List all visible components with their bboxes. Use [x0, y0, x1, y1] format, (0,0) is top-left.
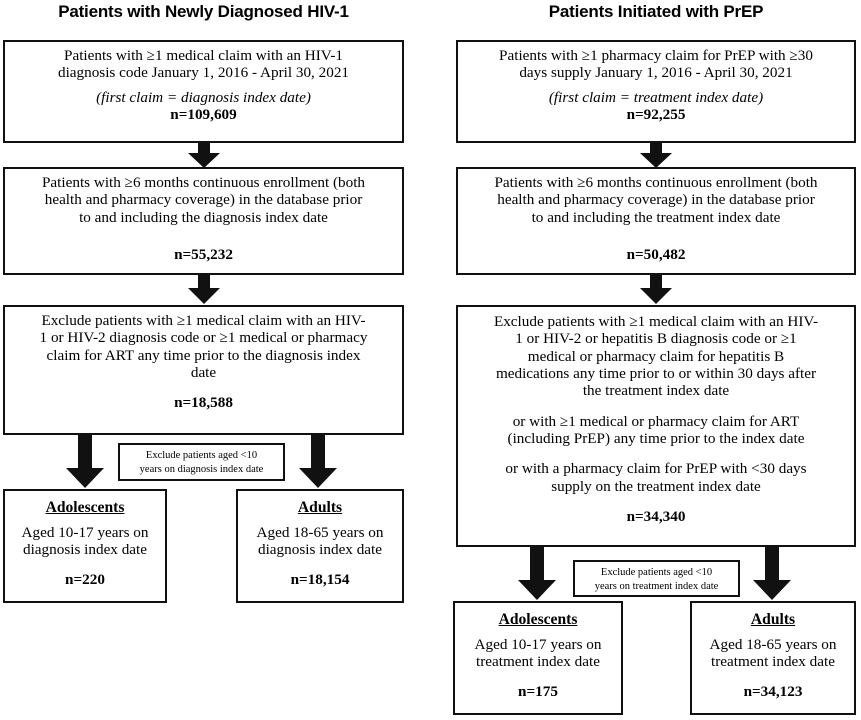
- hiv-box-3-line-4: date: [190, 363, 217, 381]
- prep-box-3-alt2-line-2: supply on the treatment index date: [551, 477, 761, 495]
- prep-adolescents-header: Adolescents: [498, 611, 578, 628]
- prep-box-3: Exclude patients with ≥1 medical claim w…: [456, 305, 856, 547]
- prep-box-3-alt1-line-2: (including PrEP) any time prior to the i…: [507, 429, 805, 447]
- prep-box-2-line-2: health and pharmacy coverage) in the dat…: [497, 191, 815, 209]
- hiv-box-1-line-2: diagnosis code January 1, 2016 - April 3…: [57, 64, 350, 82]
- prep-box-3-line-2: 1 or HIV-2 or hepatitis B diagnosis code…: [515, 330, 797, 348]
- spacer: [464, 82, 848, 89]
- spacer: [11, 381, 396, 394]
- spacer: [464, 400, 848, 413]
- prep-box-3-alt1-line-1: or with ≥1 medical or pharmacy claim for…: [512, 412, 800, 430]
- hiv-adults-box: Adults Aged 18-65 years on diagnosis ind…: [236, 489, 404, 603]
- hiv-box-2-line-3: to and including the diagnosis index dat…: [79, 208, 328, 226]
- hiv-box-3-line-1: Exclude patients with ≥1 medical claim w…: [41, 312, 366, 329]
- prep-adolescents-count: n=175: [518, 683, 558, 701]
- prep-adolescents-box: Adolescents Aged 10-17 years on treatmen…: [453, 601, 623, 715]
- prep-box-3-line-1: Exclude patients with ≥1 medical claim w…: [493, 313, 819, 330]
- arrow-prep-2-to-3: [638, 275, 674, 305]
- hiv-exclusion-note-line-2: years on diagnosis index date: [139, 463, 264, 475]
- prep-box-1-line-2: days supply January 1, 2016 - April 30, …: [519, 64, 793, 82]
- prep-exclusion-note-line-1: Exclude patients aged <10: [600, 567, 713, 578]
- spacer: [11, 558, 159, 571]
- prep-box-2-line-3: to and including the treatment index dat…: [531, 208, 781, 226]
- prep-box-1-line-1: Patients with ≥1 pharmacy claim for PrEP…: [499, 47, 813, 64]
- hiv-exclusion-note-line-1: Exclude patients aged <10: [145, 450, 258, 461]
- prep-box-3-line-4: medications any time prior to or within …: [495, 364, 817, 382]
- prep-adolescents-line-1: Aged 10-17 years on: [474, 635, 602, 653]
- prep-box-3-line-3: medical or pharmacy claim for hepatitis …: [527, 347, 785, 365]
- spacer: [11, 82, 396, 89]
- prep-box-3-count: n=34,340: [626, 507, 686, 525]
- hiv-adolescents-count: n=220: [65, 571, 105, 589]
- hiv-box-2-line-2: health and pharmacy coverage) in the dat…: [44, 191, 363, 209]
- prep-adults-box: Adults Aged 18-65 years on treatment ind…: [690, 601, 856, 715]
- prep-adolescents-line-2: treatment index date: [476, 653, 600, 671]
- arrow-prep-1-to-2: [638, 142, 674, 169]
- arrow-prep-3-to-adults: [753, 547, 793, 601]
- hiv-box-3-count: n=18,588: [174, 394, 233, 412]
- prep-adults-line-2: treatment index date: [711, 653, 835, 671]
- hiv-adolescents-box: Adolescents Aged 10-17 years on diagnosi…: [3, 489, 167, 603]
- spacer: [464, 447, 848, 460]
- prep-exclusion-note-line-2: years on treatment index date: [594, 580, 719, 592]
- spacer: [464, 226, 848, 246]
- hiv-adults-header: Adults: [297, 499, 343, 516]
- spacer: [11, 226, 396, 246]
- hiv-exclusion-note: Exclude patients aged <10 years on diagn…: [118, 443, 285, 481]
- prep-box-3-alt2-line-1: or with a pharmacy claim for PrEP with <…: [505, 460, 807, 478]
- prep-box-3-line-5: the treatment index date: [582, 382, 730, 400]
- spacer: [11, 517, 159, 524]
- hiv-adults-count: n=18,154: [290, 571, 350, 589]
- hiv-box-2-count: n=55,232: [174, 245, 233, 263]
- prep-box-2: Patients with ≥6 months continuous enrol…: [456, 167, 856, 275]
- column-title-prep: Patients Initiated with PrEP: [548, 2, 764, 21]
- spacer: [244, 558, 396, 571]
- hiv-adolescents-line-2: diagnosis index date: [22, 541, 147, 559]
- hiv-box-2: Patients with ≥6 months continuous enrol…: [3, 167, 404, 275]
- prep-box-2-count: n=50,482: [626, 245, 686, 263]
- arrow-hiv-3-to-adults: [299, 435, 339, 489]
- hiv-adolescents-header: Adolescents: [45, 499, 125, 516]
- hiv-box-3-line-2: 1 or HIV-2 diagnosis code or ≥1 medical …: [39, 329, 368, 347]
- hiv-box-1: Patients with ≥1 medical claim with an H…: [3, 40, 404, 143]
- prep-box-1-italic: (first claim = treatment index date): [548, 88, 764, 106]
- arrow-hiv-3-to-adolescents: [66, 435, 106, 489]
- hiv-adults-line-2: diagnosis index date: [257, 541, 382, 559]
- hiv-box-3-line-3: claim for ART any time prior to the diag…: [46, 346, 361, 364]
- hiv-box-3: Exclude patients with ≥1 medical claim w…: [3, 305, 404, 435]
- arrow-hiv-1-to-2: [186, 142, 222, 169]
- column-title-hiv: Patients with Newly Diagnosed HIV-1: [58, 2, 349, 21]
- hiv-adolescents-line-1: Aged 10-17 years on: [21, 523, 149, 541]
- prep-box-2-line-1: Patients with ≥6 months continuous enrol…: [494, 174, 818, 191]
- prep-box-1-count: n=92,255: [626, 105, 686, 123]
- arrow-hiv-2-to-3: [186, 275, 222, 305]
- hiv-box-1-line-1: Patients with ≥1 medical claim with an H…: [64, 47, 343, 64]
- spacer: [461, 629, 615, 636]
- hiv-adults-line-1: Aged 18-65 years on: [256, 523, 384, 541]
- prep-adults-header: Adults: [750, 611, 796, 628]
- spacer: [244, 517, 396, 524]
- prep-box-1: Patients with ≥1 pharmacy claim for PrEP…: [456, 40, 856, 143]
- prep-adults-count: n=34,123: [743, 683, 803, 701]
- hiv-box-1-count: n=109,609: [170, 105, 237, 123]
- prep-adults-line-1: Aged 18-65 years on: [709, 635, 837, 653]
- hiv-box-1-italic: (first claim = diagnosis index date): [96, 88, 311, 106]
- prep-exclusion-note: Exclude patients aged <10 years on treat…: [573, 560, 740, 597]
- hiv-box-2-line-1: Patients with ≥6 months continuous enrol…: [41, 174, 366, 191]
- spacer: [461, 670, 615, 683]
- arrow-prep-3-to-adolescents: [518, 547, 558, 601]
- spacer: [698, 629, 848, 636]
- spacer: [698, 670, 848, 683]
- spacer: [464, 495, 848, 508]
